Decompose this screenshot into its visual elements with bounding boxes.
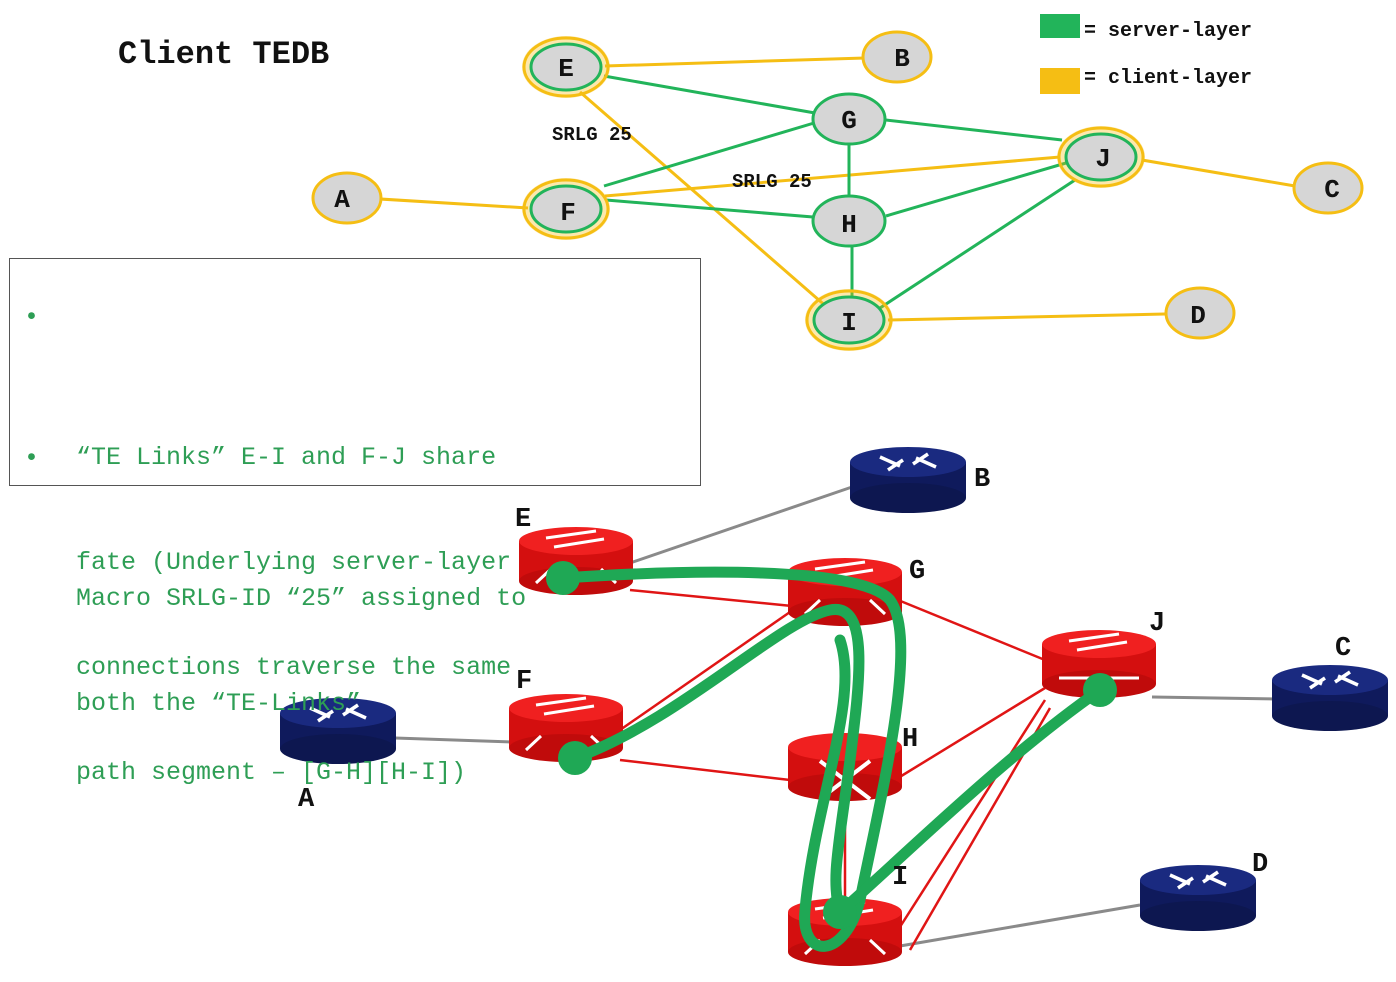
tedb-node-c-label: C bbox=[1324, 175, 1340, 205]
note-item-macro-srlg: • Macro SRLG-ID “25” assigned to both th… bbox=[24, 406, 526, 718]
router-h-label: H bbox=[902, 725, 918, 755]
router-f-label: F bbox=[516, 667, 532, 697]
legend-client-swatch bbox=[1040, 68, 1080, 94]
tedb-node-c: C bbox=[1292, 161, 1364, 215]
router-g bbox=[788, 558, 902, 626]
srlg-label-f-j: SRLG 25 bbox=[732, 171, 812, 193]
tedb-node-g: G bbox=[811, 92, 887, 146]
note-line: connections traverse the same bbox=[76, 653, 512, 682]
note-line: fate (Underlying server-layer bbox=[76, 548, 512, 577]
tedb-node-d-label: D bbox=[1190, 301, 1206, 331]
endpoint-i bbox=[823, 895, 857, 929]
endpoint-f bbox=[558, 741, 592, 775]
note-line: “TE Links” E-I and F-J share bbox=[76, 443, 497, 472]
tedb-node-b-label: B bbox=[894, 44, 910, 74]
note-line: path segment – [G-H][H-I]) bbox=[76, 758, 467, 787]
tedb-node-i: I bbox=[805, 289, 893, 351]
router-d-label: D bbox=[1252, 850, 1268, 880]
tedb-node-a-label: A bbox=[334, 185, 350, 215]
srlg-label-e-i: SRLG 25 bbox=[552, 124, 632, 146]
note-bullet: • bbox=[24, 303, 40, 332]
tedb-node-f: F bbox=[522, 178, 610, 240]
note-line: Macro SRLG-ID “25” assigned to bbox=[76, 584, 527, 613]
router-a bbox=[280, 698, 396, 764]
router-c bbox=[1272, 665, 1388, 731]
note-text: “TE Links” E-I and F-J share fate (Under… bbox=[76, 370, 511, 860]
notes-box: • “TE Links” E-I and F-J share fate (Und… bbox=[9, 258, 701, 787]
physical-gray-links bbox=[394, 485, 1276, 948]
router-a-label: A bbox=[298, 785, 315, 815]
tedb-node-j: J bbox=[1057, 126, 1145, 188]
tedb-node-g-label: G bbox=[841, 106, 857, 136]
endpoint-e bbox=[546, 561, 580, 595]
tedb-node-f-label: F bbox=[560, 198, 576, 228]
note-bullet: • bbox=[24, 444, 40, 473]
legend-server-swatch bbox=[1040, 14, 1080, 38]
server-path-f-j bbox=[569, 604, 1106, 918]
router-i-label: I bbox=[892, 863, 908, 893]
endpoint-j bbox=[1083, 673, 1117, 707]
tedb-node-d: D bbox=[1164, 286, 1236, 340]
tedb-server-links bbox=[603, 74, 1076, 310]
legend-server-label: = server-layer bbox=[1084, 20, 1252, 43]
tedb-node-e: E bbox=[522, 36, 610, 98]
page-title: Client TEDB bbox=[118, 36, 329, 73]
server-path-e-i bbox=[557, 566, 907, 952]
tedb-node-a: A bbox=[311, 171, 383, 225]
tedb-node-i-label: I bbox=[841, 308, 857, 338]
tedb-node-h: H bbox=[811, 194, 887, 248]
router-c-label: C bbox=[1335, 634, 1351, 664]
legend-client-label: = client-layer bbox=[1084, 67, 1252, 90]
router-d bbox=[1140, 865, 1256, 931]
note-line: both the “TE-Links” bbox=[76, 689, 362, 718]
router-g-label: G bbox=[909, 557, 925, 587]
tedb-node-h-label: H bbox=[841, 210, 857, 240]
tedb-node-j-label: J bbox=[1095, 144, 1111, 174]
tedb-node-e-label: E bbox=[558, 54, 574, 84]
router-e-label: E bbox=[515, 505, 531, 535]
tedb-node-b: B bbox=[861, 30, 933, 84]
tedb-client-links bbox=[379, 56, 1296, 322]
router-j-label: J bbox=[1149, 609, 1165, 639]
note-item-shared-fate: • “TE Links” E-I and F-J share fate (Und… bbox=[24, 265, 511, 787]
router-b bbox=[850, 447, 966, 513]
note-text: Macro SRLG-ID “25” assigned to both the … bbox=[76, 511, 526, 791]
router-b-label: B bbox=[974, 465, 990, 495]
